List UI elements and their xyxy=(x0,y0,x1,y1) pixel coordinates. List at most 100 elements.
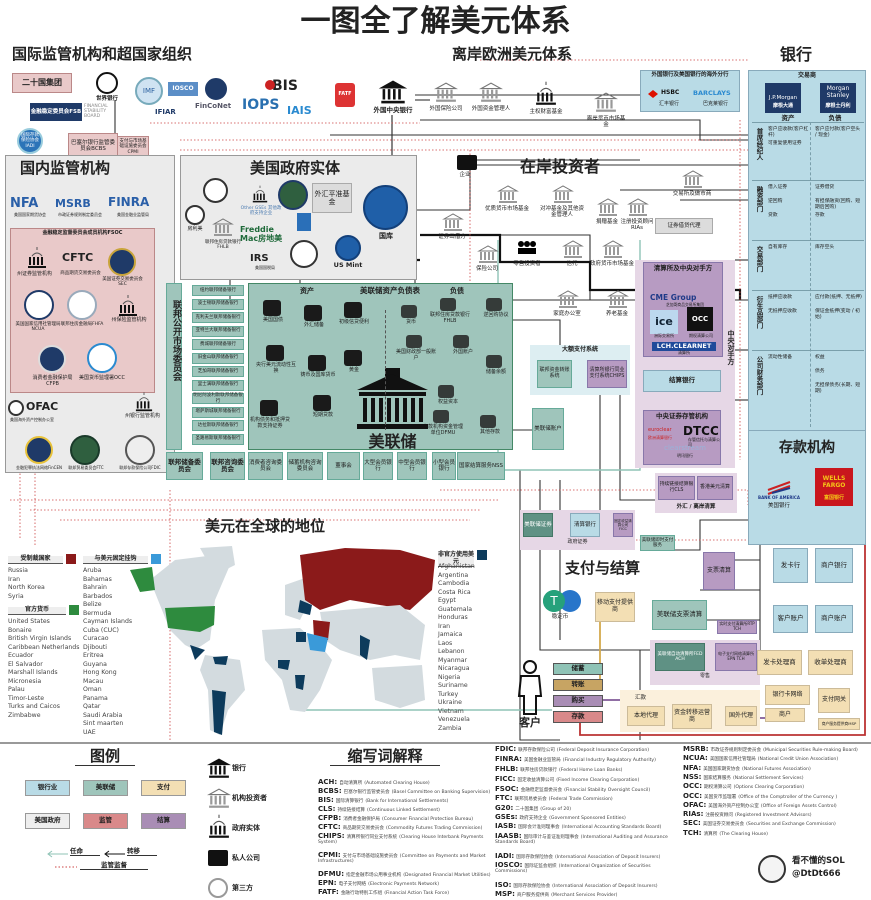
retail-label: 零售 xyxy=(699,673,710,679)
short-loan-icon xyxy=(313,395,331,411)
onshore-heading: 在岸投资者 xyxy=(520,157,601,176)
country-item: Laos xyxy=(438,639,453,647)
hsbc-logo: HSBC xyxy=(661,89,680,96)
customer-action-1[interactable]: 转账 xyxy=(553,679,603,691)
abbrev-item: CPMI:支付与市场基础设施委员会(Committee on Payments … xyxy=(318,851,496,865)
domestic-heading: 国内监管机构 xyxy=(20,159,111,177)
abbrev-abbr: IASB: xyxy=(495,822,517,830)
fed-asset-item: 黄金 xyxy=(348,367,359,373)
fed-liability-item: 逆回购协议 xyxy=(483,312,509,318)
fed-bottom-box: 联邦储备委员会 xyxy=(166,452,203,480)
country-item: Ukraine xyxy=(438,699,462,706)
transfer-arrow-icon xyxy=(104,850,125,858)
fomc-label: 联邦公开市场委员会 xyxy=(171,300,181,381)
abbrev-cn: 期权清算公司 xyxy=(704,785,732,791)
abbrev-abbr: G20: xyxy=(495,804,514,812)
merchant-box: 商户 xyxy=(765,708,805,722)
customer-action-2[interactable]: 购买 xyxy=(553,695,603,707)
irs-cn: 美国国税局 xyxy=(255,265,275,270)
cfpb-seal xyxy=(38,345,66,373)
fed-liability-item: 联邦住房贷款银行FHLB xyxy=(429,312,470,324)
cls-box: 持续链接结算银行CLS xyxy=(658,476,695,500)
foreign-account-icon xyxy=(453,335,469,348)
fed-name: 美联储 xyxy=(368,432,417,451)
abbrev-item: CHIPS:清算所银行同业支付系统(Clearing House Interba… xyxy=(318,832,496,846)
reserve-bank-box: 圣路易斯联邦储备银行 xyxy=(192,433,244,445)
country-item: Turks and Caicos xyxy=(8,703,60,710)
hk-box: 香港美元清算 xyxy=(697,476,733,500)
country-item: Curacao xyxy=(83,635,109,642)
fed-securities-box: 美联储证券 xyxy=(523,513,553,537)
fsb-en-label: FINANCIAL STABILITY BOARD xyxy=(84,104,108,120)
institutional-investor-icon xyxy=(597,198,619,216)
abbrev-en: (International Association of Deposit In… xyxy=(555,855,661,860)
card-network-box: 银行卡网络 xyxy=(765,685,810,705)
legend-oversight: 监管监督 xyxy=(80,861,148,871)
abbrev-en: (Group of 20) xyxy=(540,807,572,812)
credit-facility-icon xyxy=(344,302,362,318)
liabilities-label: 负债 xyxy=(828,114,842,122)
customer-action-0[interactable]: 储蓄 xyxy=(553,663,603,675)
abbrev-cn: 国际存款保险协会 xyxy=(513,884,551,889)
cftc-cn: 商品期货交易委员会 xyxy=(60,271,101,276)
abbrev-en: (Registered Investment Advisors) xyxy=(734,813,812,819)
legend-heading: 图例 xyxy=(75,747,135,767)
ficc-box: 固定收益清算公司FICC xyxy=(613,513,633,537)
lch-logo: LCH.CLEARNET xyxy=(652,342,716,351)
msrb-logo: MSRB xyxy=(55,197,91,210)
liability-item: 债务 xyxy=(815,369,825,374)
country-item: United States xyxy=(8,618,50,625)
institutional-investor-icon xyxy=(602,240,624,258)
fed-liabilities-label: 负债 xyxy=(450,287,464,295)
onshore-item: 零售投资者 xyxy=(513,261,541,267)
country-item: Argentina xyxy=(438,571,469,579)
swap-line-icon xyxy=(266,345,284,361)
abbrev-cn: 国际证监会组织 xyxy=(524,864,557,869)
abbrev-item: FSOC:金融稳定监督委员会(Financial Stability Overs… xyxy=(495,785,680,793)
bofa-logo: BANK OF AMERICA xyxy=(758,495,800,500)
legend-icon-label: 第三方 xyxy=(232,884,253,892)
customer-account-box: 客户账户 xyxy=(773,605,808,633)
asset-item: 抵押应收款 xyxy=(768,295,792,300)
abbrev-item: NSS:国家结算服务(National Settlement Services) xyxy=(683,773,871,781)
abbrev-en: (Financial Industry Regulatory Authority… xyxy=(562,758,656,763)
issuer-bank-box: 发卡行 xyxy=(773,548,808,583)
abbrev-abbr: FATF: xyxy=(318,888,339,896)
customer-action-3[interactable]: 存款 xyxy=(553,711,603,723)
abbrev-cn: 国际存款保险协会 xyxy=(516,855,554,860)
legend-swatch-3: 美国政府 xyxy=(25,813,70,829)
abbrev-en: (International Auditing and Assurance St… xyxy=(495,835,668,846)
abbrev-abbr: IADI: xyxy=(495,852,515,860)
government-entity-icon xyxy=(209,814,229,838)
institutional-investor-icon xyxy=(557,290,579,308)
abbrev-item: FHLB:联邦住房贷款银行(Federal Home Loan Banks) xyxy=(495,765,680,773)
mint-seal xyxy=(335,235,361,261)
fed-liability-item: 权益资本 xyxy=(437,399,458,405)
customer-person-icon xyxy=(517,660,543,715)
liability-item: 权益 xyxy=(815,355,825,360)
abbrev-item: TCH:清算所(The Clearing House) xyxy=(683,829,871,837)
abbrev-en: (Clearing House Interbank Payments Syste… xyxy=(318,835,484,846)
abbrev-heading: 缩写词解释 xyxy=(330,747,440,767)
abbrev-abbr: DFMU: xyxy=(318,870,345,878)
iasb-logo xyxy=(205,78,227,100)
government-entity-icon xyxy=(119,295,137,316)
csd-panel xyxy=(643,410,721,465)
bofa-flag-icon xyxy=(767,481,791,495)
cfpb-label: 消费者金融保护局CFPB xyxy=(32,375,73,387)
abbrev-cn: 联邦住房贷款银行 xyxy=(520,768,558,773)
abbrev-cn: 美国国家期货协会 xyxy=(703,766,740,772)
fed-asset-item: 美国国债 xyxy=(262,317,283,323)
fdic-label: 联邦存款保险公司FDIC xyxy=(119,465,161,470)
abbrev-cn: 美国海外资产控制办公室 xyxy=(708,803,759,809)
country-item: Russia xyxy=(8,567,28,574)
asset-item: 无抵押应收款 xyxy=(768,309,797,314)
country-item: Guyana xyxy=(83,660,107,668)
fed-bottom-box: 大型会员银行 xyxy=(363,452,393,480)
fiscal-service-icon xyxy=(297,213,311,231)
abbrev-cn: 注册投资顾问 xyxy=(705,813,733,819)
state-sec-label: 州证券监管机构 xyxy=(16,271,52,277)
jpmorgan-logo: J.P.Morgan xyxy=(765,83,801,113)
liability-item: 客户应付款(客户空头 / 现金) xyxy=(815,127,861,138)
country-item: Eritrea xyxy=(83,652,104,659)
